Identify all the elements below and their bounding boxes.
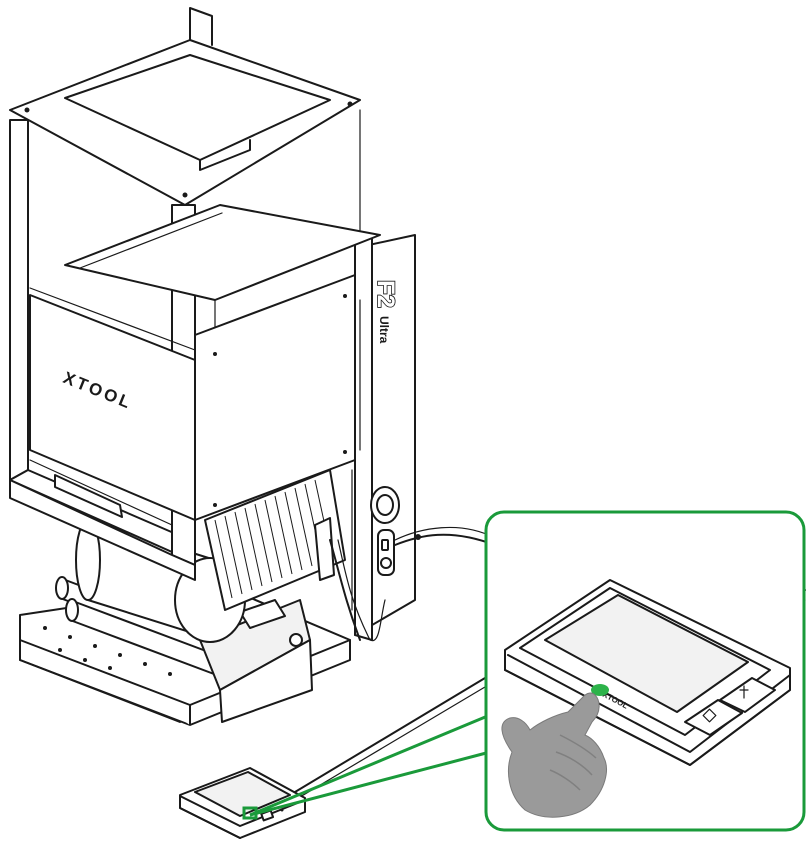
- touchscreen-icon: [544, 594, 749, 713]
- start-stop-button-icon: [684, 699, 743, 736]
- zoom-callout: XTOOL: [484, 510, 806, 832]
- model-logo: F2: [372, 280, 399, 308]
- base-mount-holes: [43, 626, 172, 676]
- small-panel-highlight: [242, 806, 258, 820]
- small-control-panel: [179, 767, 306, 839]
- callout-line-lower: [249, 750, 491, 817]
- laser-machine-body: F2 Ultra XTOOL: [9, 7, 416, 641]
- touch-point-indicator: [591, 684, 609, 696]
- callout-line-upper: [249, 713, 491, 817]
- exhaust-vent-grille: [204, 469, 346, 611]
- enlarged-control-panel: XTOOL: [504, 579, 791, 766]
- side-emergency-knob: [370, 486, 400, 524]
- callout-connector: [242, 713, 491, 820]
- side-ports: [377, 529, 395, 576]
- pointing-hand-icon: [501, 692, 607, 818]
- frame-button-icon: [719, 677, 776, 713]
- model-logo-suffix: Ultra: [377, 316, 391, 344]
